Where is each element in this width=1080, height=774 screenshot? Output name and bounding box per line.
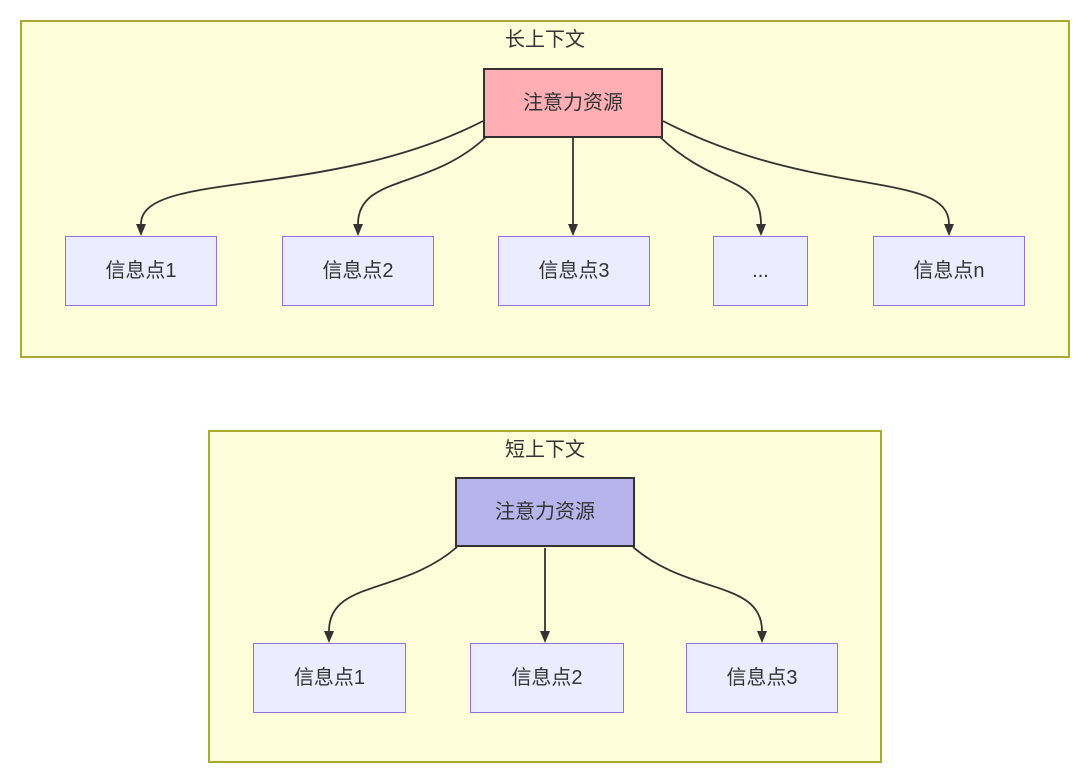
node-short-info3: 信息点3	[686, 643, 838, 713]
node-short-info2-label: 信息点2	[511, 667, 583, 689]
node-attention-short-label: 注意力资源	[495, 501, 595, 523]
node-long-info3: 信息点3	[498, 236, 650, 306]
node-long-ellipsis: ...	[713, 236, 808, 306]
node-short-info2: 信息点2	[470, 643, 624, 713]
node-attention-long: 注意力资源	[483, 68, 663, 138]
panel-short-title: 短上下文	[505, 439, 585, 461]
panel-long-title: 长上下文	[505, 29, 585, 51]
node-long-ellipsis-label: ...	[752, 260, 769, 282]
node-long-info1: 信息点1	[65, 236, 217, 306]
node-long-infon: 信息点n	[873, 236, 1025, 306]
node-long-infon-label: 信息点n	[913, 260, 985, 282]
node-short-info3-label: 信息点3	[726, 667, 798, 689]
node-long-info3-label: 信息点3	[538, 260, 610, 282]
node-attention-short: 注意力资源	[455, 477, 635, 547]
node-long-info1-label: 信息点1	[105, 260, 177, 282]
node-attention-long-label: 注意力资源	[523, 92, 623, 114]
node-short-info1-label: 信息点1	[293, 667, 366, 689]
node-long-info2-label: 信息点2	[322, 260, 394, 282]
node-long-info2: 信息点2	[282, 236, 434, 306]
node-short-info1: 信息点1	[253, 643, 406, 713]
